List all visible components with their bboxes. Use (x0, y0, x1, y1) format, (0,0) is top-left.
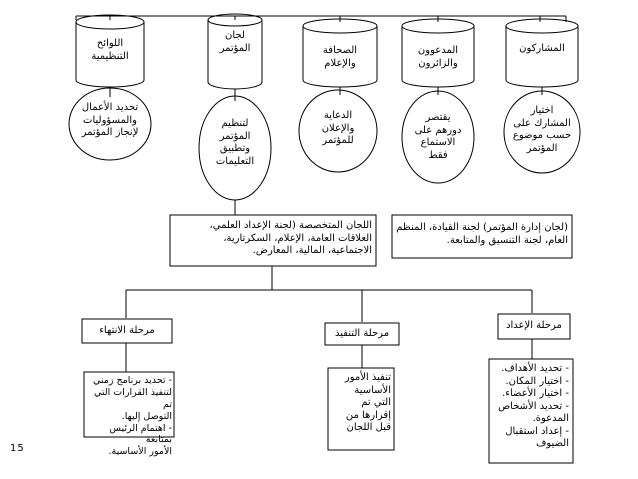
details-preparation (488, 358, 574, 464)
cylinder-invitees (401, 18, 475, 88)
phase-label-completion: مرحلة الانتهاء (99, 325, 155, 336)
oval-text-advertising: الدعاية والإعلان للمؤتمر (321, 110, 355, 146)
box-text-specialized-committees: اللجان المتخصصة (لجنة الإعداد العلمي، ال… (209, 220, 373, 256)
phase-completion (81, 318, 173, 344)
box-specialized-committees (169, 214, 377, 267)
details-text-completion: - تحديد برنامج زمني لتنفيذ القرارات التي… (93, 375, 172, 458)
box-text-management-committees: (لجان إدارة المؤتمر) لجنة القيادة، المنظ… (396, 222, 568, 246)
details-text-preparation: - تحديد الأهداف. - اختيار المكان. - اختي… (498, 363, 569, 449)
oval-advertising (298, 89, 378, 173)
phase-preparation (497, 313, 571, 340)
cylinder-press (302, 18, 378, 88)
oval-select-participant (503, 90, 581, 174)
phase-label-execution: مرحلة التنفيذ (334, 328, 390, 339)
cylinder-label-regulations: اللوائح التنظيمية (91, 38, 129, 62)
oval-text-listening-only: يقتصر دورهم على الاستماع فقط (414, 112, 462, 161)
oval-text-define-tasks: تحديد الأعمال والمسؤوليات لإنجاز المؤتمر (81, 102, 139, 138)
oval-text-select-participant: اختيار المشارك على حسب موضوع المؤتمر (512, 105, 572, 154)
oval-listening-only (401, 90, 475, 184)
page-number: 15 (10, 443, 25, 454)
cylinder-label-participants: المشاركون (519, 43, 565, 54)
details-execution (327, 367, 395, 451)
cylinder-label-invitees: المدعوون والزائرون (417, 45, 459, 69)
phase-label-preparation: مرحلة الإعداد (506, 320, 562, 331)
cylinder-participants (505, 18, 579, 88)
cylinder-label-press: الصحافة والإعلام (322, 45, 358, 69)
details-completion (83, 371, 175, 438)
details-text-execution: تنفيذ الأمور الأساسية التي تم إقرارها من… (344, 372, 391, 433)
box-management-committees (391, 214, 573, 259)
oval-define-tasks (68, 87, 152, 161)
cylinder-label-committees: لجان المؤتمر (219, 30, 251, 54)
oval-text-organize-conference: لتنظيم المؤتمر وتطبيق التعليمات (215, 118, 255, 167)
